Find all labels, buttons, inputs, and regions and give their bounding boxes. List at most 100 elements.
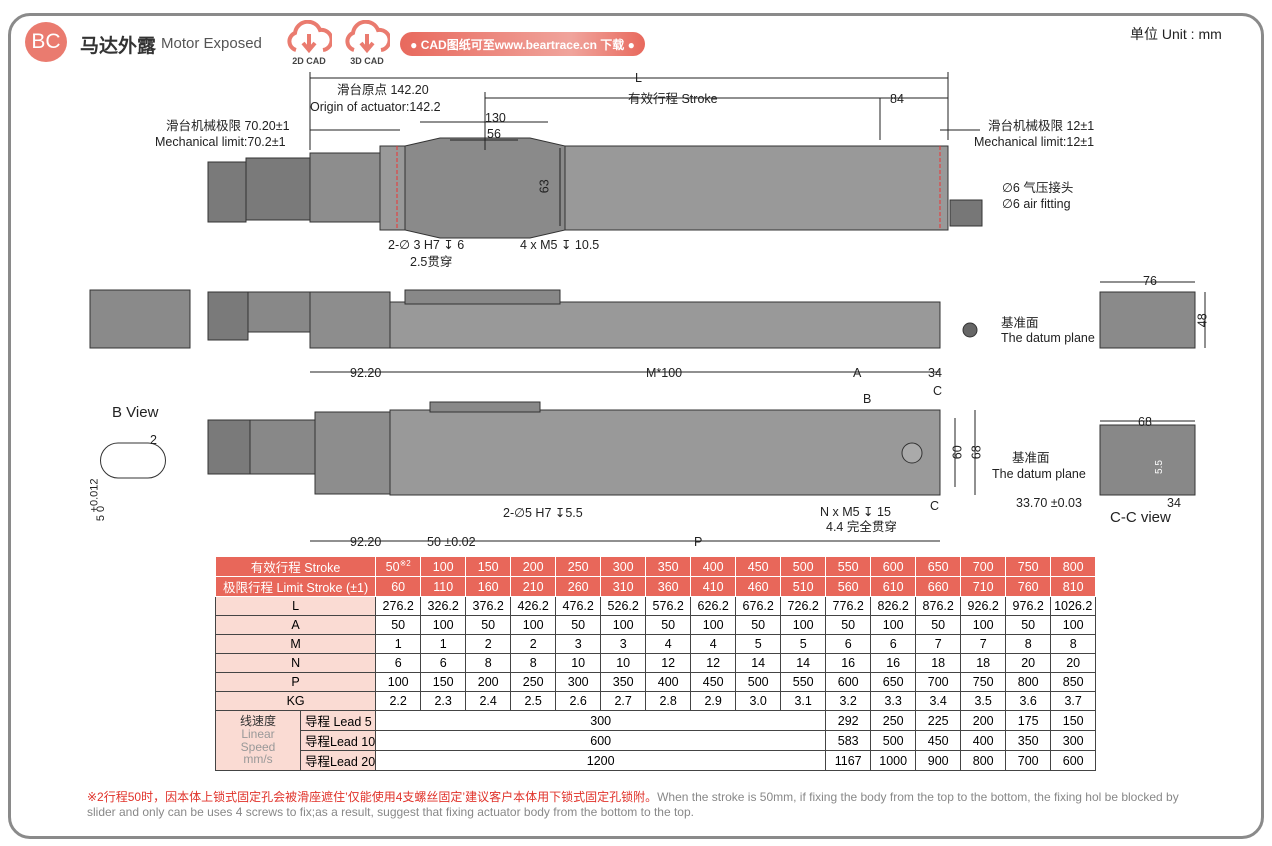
pin-hole-note-2: 2.5贯穿 xyxy=(410,255,453,269)
limit-cell: 710 xyxy=(960,576,1007,597)
value-cell: 2.3 xyxy=(420,691,467,711)
dim-M100: M*100 xyxy=(646,366,683,380)
screw-note-bottom-2: 4.4 完全贯穿 xyxy=(826,520,897,534)
lead-label: 导程Lead 10 xyxy=(299,730,377,751)
cloud-download-icon xyxy=(287,20,332,54)
limit-cell: 60 xyxy=(375,576,422,597)
cad-3d-label: 3D CAD xyxy=(350,56,384,66)
row-label: A xyxy=(214,615,377,635)
dim-P: P xyxy=(694,535,703,549)
dim-68: 68 xyxy=(969,445,984,460)
value-cell: 5 xyxy=(735,634,782,654)
cc-datum-cn: 基准面 xyxy=(1012,451,1050,465)
value-cell: 7 xyxy=(915,634,962,654)
stroke-cell: 650 xyxy=(915,556,962,577)
value-cell: 276.2 xyxy=(375,596,422,616)
series-badge: BC xyxy=(25,22,67,62)
value-cell: 3.6 xyxy=(1005,691,1052,711)
speed-label-cn: 线速度 xyxy=(239,714,276,729)
stroke-cell: 100 xyxy=(420,556,467,577)
stroke-cell: 550 xyxy=(825,556,872,577)
value-cell: 6 xyxy=(375,653,422,673)
datum-cn: 基准面 xyxy=(1001,316,1039,330)
pin-hole-note-bottom: 2-∅5 H7 ↧5.5 xyxy=(503,506,583,520)
value-cell: 726.2 xyxy=(780,596,827,616)
section-C-bottom: C xyxy=(930,499,940,513)
cad-2d-label: 2D CAD xyxy=(292,56,326,66)
value-cell: 1026.2 xyxy=(1050,596,1097,616)
lead-label: 导程Lead 20 xyxy=(299,750,377,771)
value-cell: 6 xyxy=(870,634,917,654)
title-en: Motor Exposed xyxy=(161,35,262,52)
value-cell: 8 xyxy=(1050,634,1097,654)
value-cell: 50 xyxy=(555,615,602,635)
value-cell: 676.2 xyxy=(735,596,782,616)
value-cell: 3.2 xyxy=(825,691,872,711)
speed-cell: 400 xyxy=(960,730,1007,751)
bottom-view xyxy=(100,401,1196,496)
limit-cell: 160 xyxy=(465,576,512,597)
limit-cell: 760 xyxy=(1005,576,1052,597)
mech-limit-left-en: Mechanical limit:70.2±1 xyxy=(155,135,286,149)
value-cell: 7 xyxy=(960,634,1007,654)
dim-92-20-top: 92.20 xyxy=(350,366,382,380)
pin-hole-note: 2-∅ 3 H7 ↧ 6 xyxy=(388,238,465,252)
cad-2d-button[interactable]: 2D CAD xyxy=(284,20,334,66)
value-cell: 750 xyxy=(960,672,1007,692)
value-cell: 100 xyxy=(420,615,467,635)
speed-cell: 225 xyxy=(915,710,962,731)
value-cell: 18 xyxy=(960,653,1007,673)
value-cell: 14 xyxy=(780,653,827,673)
value-cell: 326.2 xyxy=(420,596,467,616)
cc-dim-68: 68 xyxy=(1138,415,1152,429)
footnote-cn: ※2行程50时，因本体上锁式固定孔会被滑座遮住’仅能使用4支螺丝固定’建议客户本… xyxy=(87,790,658,804)
screw-note: 4 x M5 ↧ 10.5 xyxy=(520,238,600,252)
footnote: ※2行程50时，因本体上锁式固定孔会被滑座遮住’仅能使用4支螺丝固定’建议客户本… xyxy=(87,790,1197,820)
stroke-cell: 350 xyxy=(645,556,692,577)
value-cell: 876.2 xyxy=(915,596,962,616)
cad-3d-button[interactable]: 3D CAD xyxy=(342,20,392,66)
value-cell: 50 xyxy=(825,615,872,635)
value-cell: 1 xyxy=(375,634,422,654)
limit-cell: 660 xyxy=(915,576,962,597)
value-cell: 12 xyxy=(690,653,737,673)
cc-view-title: C-C view xyxy=(1110,509,1171,526)
value-cell: 10 xyxy=(555,653,602,673)
datum-en: The datum plane xyxy=(1001,331,1095,345)
speed-cell: 200 xyxy=(960,710,1007,731)
value-cell: 2.7 xyxy=(600,691,647,711)
limit-cell: 510 xyxy=(780,576,827,597)
cloud-download-icon xyxy=(345,20,390,54)
cad-download-link[interactable]: ● CAD图纸可至www.beartrace.cn 下载 ● xyxy=(400,32,645,56)
value-cell: 3.5 xyxy=(960,691,1007,711)
value-cell: 600 xyxy=(825,672,872,692)
value-cell: 8 xyxy=(1005,634,1052,654)
row-label: P xyxy=(214,672,377,692)
speed-cell: 350 xyxy=(1005,730,1052,751)
limit-cell: 360 xyxy=(645,576,692,597)
value-cell: 150 xyxy=(420,672,467,692)
value-cell: 100 xyxy=(510,615,557,635)
limit-cell: 460 xyxy=(735,576,782,597)
speed-cell: 500 xyxy=(870,730,917,751)
dim-84: 84 xyxy=(890,92,904,106)
value-cell: 1 xyxy=(420,634,467,654)
limit-cell: 560 xyxy=(825,576,872,597)
speed-cell: 600 xyxy=(1050,750,1097,771)
value-cell: 300 xyxy=(555,672,602,692)
dim-50: 50 ±0.02 xyxy=(427,535,476,549)
value-cell: 50 xyxy=(735,615,782,635)
value-cell: 50 xyxy=(915,615,962,635)
stroke-cell: 150 xyxy=(465,556,512,577)
value-cell: 926.2 xyxy=(960,596,1007,616)
air-fitting-cn: ∅6 气压接头 xyxy=(1002,181,1074,195)
value-cell: 2.5 xyxy=(510,691,557,711)
origin-en: Origin of actuator:142.2 xyxy=(310,100,441,114)
limit-cell: 260 xyxy=(555,576,602,597)
